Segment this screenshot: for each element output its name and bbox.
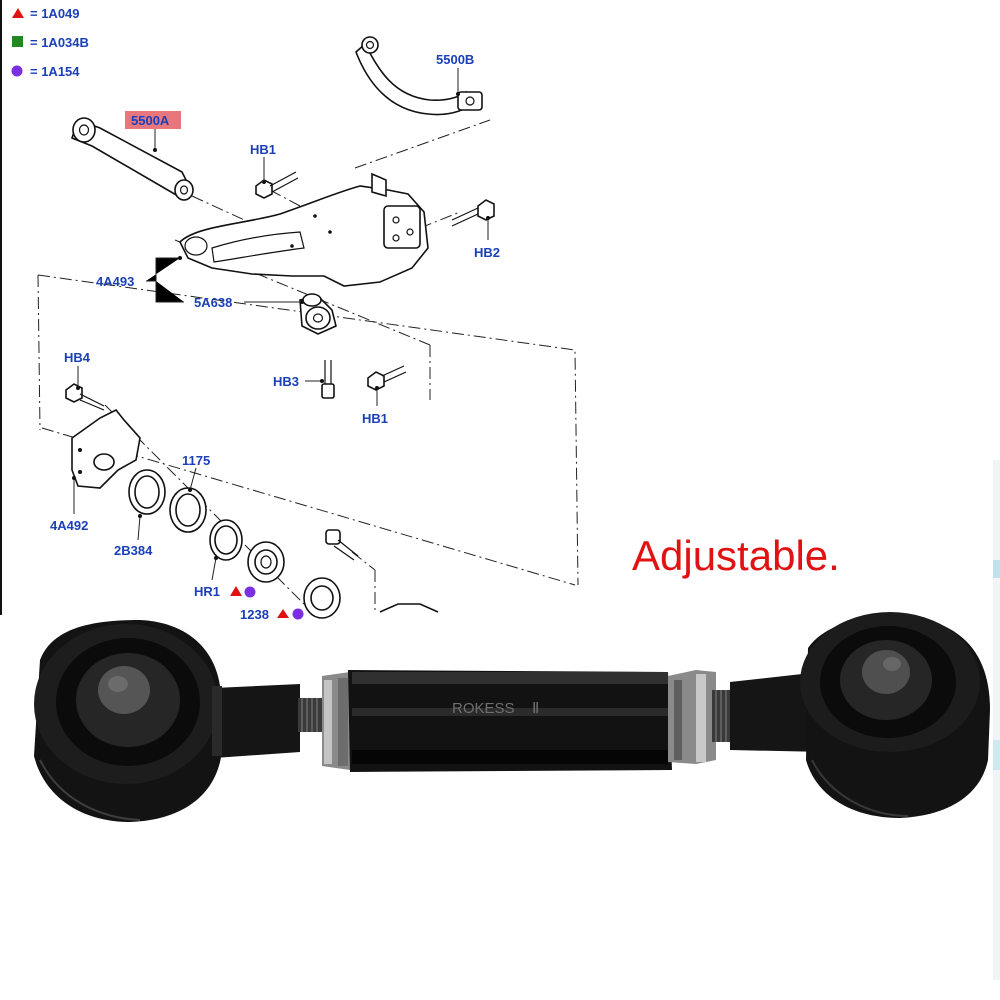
carrier-4a493 <box>179 172 429 287</box>
bearing-1238 <box>247 541 285 583</box>
label-4a493: 4A493 <box>96 274 134 289</box>
adjustable-control-arm-photo: ROKESS Ⅱ <box>34 612 990 822</box>
label-2b384: 2B384 <box>114 543 153 558</box>
label-hr1: HR1 <box>194 584 220 599</box>
label-hb1-top: HB1 <box>250 142 276 157</box>
label-5500a: 5500A <box>131 113 170 128</box>
bolt-hb1-bottom <box>367 365 407 391</box>
highlight-5500a <box>125 111 181 129</box>
label-hb3: HB3 <box>273 374 299 389</box>
hub-partial <box>379 603 439 613</box>
engraving-suffix: Ⅱ <box>532 700 539 717</box>
bolt-hb3 <box>321 360 335 399</box>
ring-2b384 <box>128 469 166 515</box>
legend-item-1a034b: = 1A034B <box>30 35 89 50</box>
label-hb2: HB2 <box>474 245 500 260</box>
label-1175: 1175 <box>182 453 210 468</box>
legend: = 1A049 = 1A034B = 1A154 <box>11 6 89 79</box>
purple-circle-icon <box>11 65 23 77</box>
caption-adjustable: Adjustable. <box>632 532 840 579</box>
ring-lower <box>303 577 341 619</box>
label-hb4: HB4 <box>64 350 91 365</box>
upper-arm-5500b <box>355 36 483 116</box>
ring-1175 <box>169 487 207 533</box>
label-hb1-bottom: HB1 <box>362 411 388 426</box>
label-5500b: 5500B <box>436 52 474 67</box>
bolt-hb2 <box>451 199 495 227</box>
part-labels: 5500B 5500A HB1 HB2 4A493 5A638 HB4 HB3 … <box>50 52 500 622</box>
red-triangle-icon <box>230 586 242 596</box>
assembly-guide-lines <box>37 119 579 612</box>
purple-circle-icon <box>244 586 256 598</box>
leader-lines <box>72 68 490 581</box>
legend-item-1a049: = 1A049 <box>30 6 80 21</box>
lower-arm-5500a <box>71 117 194 201</box>
ring-hr1 <box>209 519 243 561</box>
engraving-brand: ROKESS <box>452 700 515 717</box>
bushing-5a638 <box>299 293 337 335</box>
red-triangle-icon <box>12 8 24 18</box>
purple-circle-icon <box>292 608 304 620</box>
bolt-hb4 <box>65 383 105 411</box>
green-square-icon <box>12 36 23 47</box>
right-edge-strip <box>993 460 1000 980</box>
label-5a638: 5A638 <box>194 295 232 310</box>
legend-item-1a154: = 1A154 <box>30 64 80 79</box>
bolt-lower <box>325 529 359 561</box>
bracket-4a492 <box>71 408 141 489</box>
red-triangle-icon <box>277 609 289 618</box>
label-1238: 1238 <box>240 607 269 622</box>
label-4a492: 4A492 <box>50 518 88 533</box>
